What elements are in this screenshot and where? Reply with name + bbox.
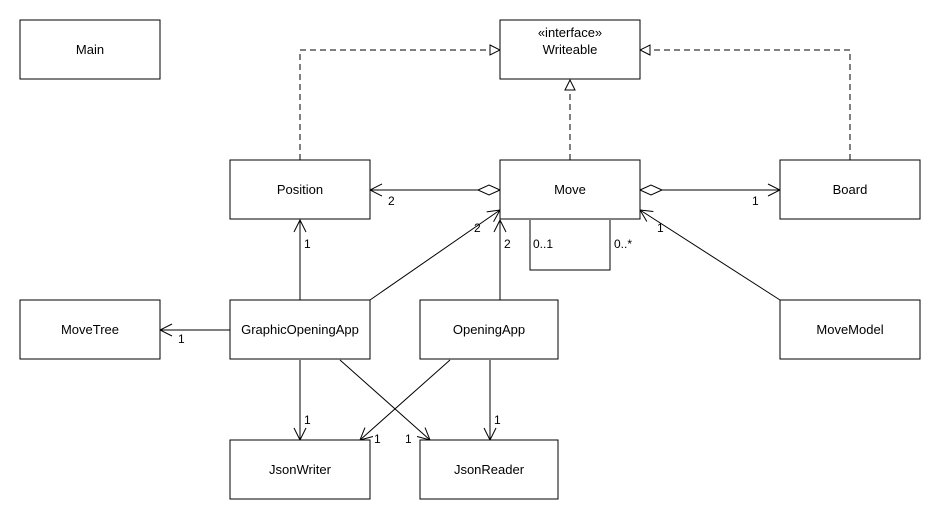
class-graphic-opening-app-name: GraphicOpeningApp — [241, 322, 359, 337]
class-position-name: Position — [277, 182, 323, 197]
class-move-model[interactable]: MoveModel — [779, 299, 921, 360]
class-position[interactable]: Position — [229, 159, 371, 220]
mult-move-self-a: 0..1 — [533, 237, 553, 251]
class-movetree[interactable]: MoveTree — [19, 299, 161, 360]
association-oa-jsonwriter — [360, 359, 451, 440]
mult-oa-jsonwriter: 1 — [374, 432, 381, 446]
mult-goa-jsonwriter: 1 — [304, 413, 311, 427]
mult-goa-movetree: 1 — [178, 332, 185, 346]
mult-goa-position: 1 — [304, 237, 311, 251]
class-json-writer[interactable]: JsonWriter — [229, 439, 371, 500]
class-board-name: Board — [833, 182, 868, 197]
class-move-name: Move — [554, 182, 586, 197]
class-json-reader[interactable]: JsonReader — [419, 439, 559, 500]
realization-board-writeable — [640, 50, 851, 160]
class-main-name: Main — [76, 42, 104, 57]
class-writeable-name: Writeable — [543, 42, 598, 57]
class-main[interactable]: Main — [19, 19, 161, 80]
class-movetree-name: MoveTree — [61, 322, 119, 337]
class-json-reader-name: JsonReader — [454, 462, 525, 477]
mult-oa-move: 2 — [504, 237, 511, 251]
mult-mm-move: 1 — [657, 221, 664, 235]
class-opening-app[interactable]: OpeningApp — [419, 299, 559, 360]
mult-goa-jsonreader: 1 — [405, 432, 412, 446]
class-opening-app-name: OpeningApp — [453, 322, 525, 337]
class-graphic-opening-app[interactable]: GraphicOpeningApp — [229, 299, 371, 360]
association-mm-move — [640, 210, 781, 301]
association-goa-move — [369, 210, 500, 301]
class-json-writer-name: JsonWriter — [269, 462, 332, 477]
mult-oa-jsonreader: 1 — [494, 413, 501, 427]
class-board[interactable]: Board — [779, 159, 921, 220]
class-writeable[interactable]: «interface» Writeable — [499, 19, 641, 80]
mult-move-position: 2 — [388, 194, 395, 208]
move-self-association — [529, 220, 611, 271]
mult-goa-move: 2 — [474, 221, 481, 235]
class-writeable-stereotype: «interface» — [538, 25, 602, 40]
association-goa-jsonreader — [339, 359, 430, 440]
mult-move-self-b: 0..* — [614, 237, 632, 251]
realization-position-writeable — [299, 50, 500, 160]
class-move[interactable]: Move — [499, 159, 641, 220]
mult-move-board: 1 — [752, 194, 759, 208]
class-move-model-name: MoveModel — [816, 322, 883, 337]
